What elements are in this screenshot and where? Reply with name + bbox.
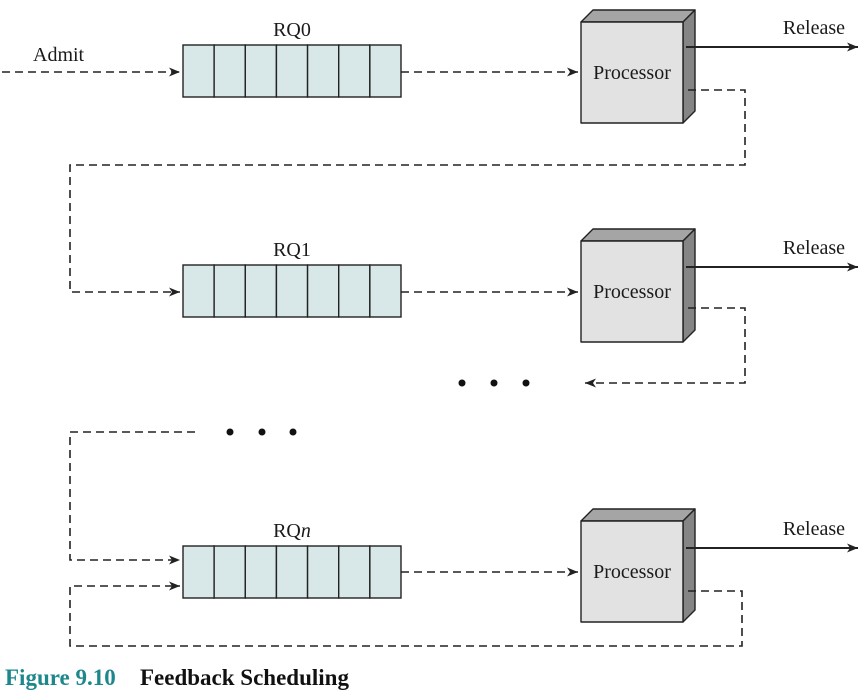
release-label-3: Release: [783, 518, 845, 540]
processor-2: Processor: [580, 228, 696, 343]
release-label-1: Release: [783, 17, 845, 39]
feedback-path-rq0-to-rq1: [69, 89, 746, 297]
queue-slot: [275, 545, 309, 599]
queue-slot: [244, 44, 278, 98]
feedback-path-to-rqn: [69, 431, 195, 565]
queue-label-name: RQ: [273, 19, 301, 41]
ellipsis-dot: [226, 428, 234, 436]
ready-queue-rq0: [182, 44, 402, 98]
queue-slot: [275, 44, 309, 98]
queue-slot: [338, 264, 371, 318]
processor-label: Processor: [593, 281, 671, 303]
queue-label-name: RQ: [273, 239, 301, 261]
queue-label-index: n: [301, 520, 311, 542]
ellipsis-lower: [226, 428, 297, 436]
queue-slot: [275, 264, 309, 318]
processor-front-face: [580, 520, 684, 623]
processor-1: Processor: [580, 9, 696, 124]
queue-slot: [182, 264, 215, 318]
processor-label: Processor: [593, 62, 671, 84]
figure-number: Figure 9.10: [5, 665, 116, 690]
ellipsis-dot: [490, 379, 498, 387]
queue-slot: [213, 264, 246, 318]
queue-slot: [369, 44, 402, 98]
feedback-path-rq1-continuation: [585, 307, 746, 388]
queue-slot: [213, 545, 246, 599]
processor-label: Processor: [593, 561, 671, 583]
queue-slot: [182, 44, 215, 98]
ellipsis-dot: [258, 428, 266, 436]
queue-slot: [213, 44, 246, 98]
processor-front-face: [580, 21, 684, 124]
queue-slot: [338, 545, 371, 599]
ellipsis-dot: [458, 379, 466, 387]
queue-label-rq1: RQ1: [273, 239, 311, 261]
ready-queue-rqn: [182, 545, 402, 599]
queue-label-rqn: RQn: [273, 520, 311, 542]
ellipsis-dot: [522, 379, 530, 387]
queue-slot: [306, 264, 340, 318]
figure-title: Feedback Scheduling: [140, 665, 349, 690]
processor-top-face: [580, 508, 696, 522]
queue-label-index: 1: [301, 239, 311, 261]
processor-3: Processor: [580, 508, 696, 623]
processor-side-face: [682, 228, 696, 343]
processor-front-face: [580, 240, 684, 343]
ready-queue-rq1: [182, 264, 402, 318]
queue-slot: [244, 545, 278, 599]
release-label-2: Release: [783, 237, 845, 259]
processor-side-face: [682, 9, 696, 124]
ellipsis-dot: [289, 428, 297, 436]
queue-slot: [244, 264, 278, 318]
processor-top-face: [580, 9, 696, 23]
queue-slot: [306, 545, 340, 599]
feedback-path-rqn-loop: [69, 581, 743, 647]
processor-top-face: [580, 228, 696, 242]
processor-side-face: [682, 508, 696, 623]
queue-slot: [338, 44, 371, 98]
ellipsis-upper: [458, 379, 530, 387]
queue-slot: [369, 264, 402, 318]
queue-slot: [306, 44, 340, 98]
queue-label-name: RQ: [273, 520, 301, 542]
queue-slot: [182, 545, 215, 599]
queue-slot: [369, 545, 402, 599]
admit-label: Admit: [33, 44, 85, 66]
queue-label-index: 0: [301, 19, 311, 41]
queue-label-rq0: RQ0: [273, 19, 311, 41]
